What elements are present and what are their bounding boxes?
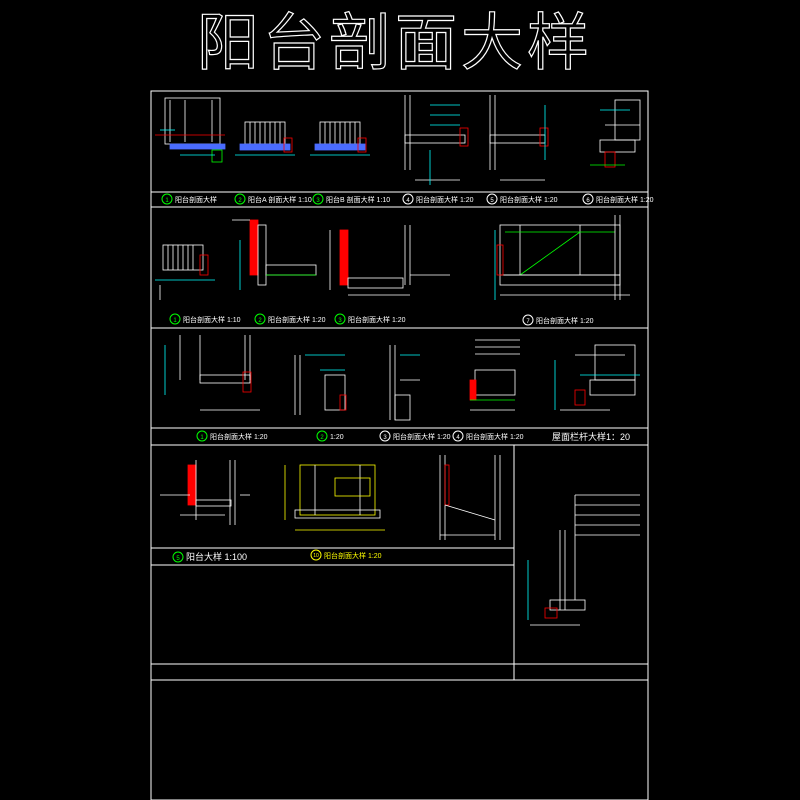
caption-text: 阳台剖面大样 1:20 [536,316,594,325]
caption-text: 阳台B 剖面大样 1:10 [326,195,390,204]
caption-text: 阳台大样 1:100 [186,551,247,562]
caption-num: 2 [238,198,242,204]
detail-r3-5 [554,344,640,411]
detail-4-section [404,95,469,185]
detail-r4-right [527,494,640,626]
detail-r2-7 [494,215,630,300]
detail-5-section [489,95,549,181]
caption-text: 阳台剖面大样 1:20 [416,195,474,204]
row4-details [160,455,640,626]
detail-3-railing [310,121,370,156]
caption-num: 5 [176,556,180,562]
detail-r4-5 [160,460,250,525]
caption-num: 3 [338,318,342,324]
caption-num: 1 [200,435,204,441]
detail-1-balcony-section [155,97,226,163]
caption-num: 5 [490,198,494,204]
caption-text: 屋面栏杆大样1：20 [552,431,630,442]
caption-num: 4 [456,435,460,441]
detail-r3-2 [294,354,347,415]
caption-num: 1 [173,318,177,324]
caption-num: 2 [258,318,262,324]
caption-num: 4 [406,198,410,204]
row3-details [164,335,640,421]
row4-captions: 5 阳台大样 1:100 10 阳台剖面大样 1:20 [172,549,382,563]
detail-r2-3 [329,225,450,296]
caption-num: 3 [316,198,320,204]
caption-num: 10 [313,553,319,559]
caption-text: 阳台剖面大样 1:20 [596,195,654,204]
detail-r2-1 [155,244,215,300]
detail-r2-2 [232,219,317,290]
sheet-frame [150,90,649,800]
caption-text: 阳台剖面大样 1:20 [324,551,382,560]
caption-text: 阳台剖面大样 1:20 [393,432,451,441]
detail-2-railing [235,121,295,156]
detail-r4-section [439,455,501,540]
detail-r3-4 [469,339,520,411]
caption-text: 阳台剖面大样 1:10 [183,315,241,324]
caption-text: 阳台A 剖面大样 1:10 [248,195,312,204]
detail-r4-10 [284,464,385,531]
detail-r3-1 [164,335,260,411]
row2-details [155,215,630,300]
caption-num: 2 [320,435,324,441]
row1-captions: 1 阳台剖面大样 2 阳台A 剖面大样 1:10 3 阳台B 剖面大样 1:10… [161,193,654,205]
detail-6-section [590,99,641,168]
caption-text: 阳台剖面大样 1:20 [268,315,326,324]
caption-text: 阳台剖面大样 [175,195,217,204]
caption-num: 3 [383,435,387,441]
caption-num: 1 [165,198,169,204]
caption-num: 6 [586,198,590,204]
caption-num: 7 [526,319,530,325]
caption-text: 阳台剖面大样 1:20 [210,432,268,441]
caption-text: 阳台剖面大样 1:20 [348,315,406,324]
caption-text: 1:20 [330,434,344,441]
row1-details [155,95,641,185]
caption-text: 阳台剖面大样 1:20 [466,432,524,441]
detail-r3-3 [389,345,420,421]
page-title: 阳台剖面大样 [197,6,593,79]
caption-text: 阳台剖面大样 1:20 [500,195,558,204]
row2-captions: 1 阳台剖面大样 1:10 2 阳台剖面大样 1:20 3 阳台剖面大样 1:2… [169,313,594,326]
row3-captions: 1 阳台剖面大样 1:20 2 1:20 3 阳台剖面大样 1:20 4 阳台剖… [196,430,630,442]
